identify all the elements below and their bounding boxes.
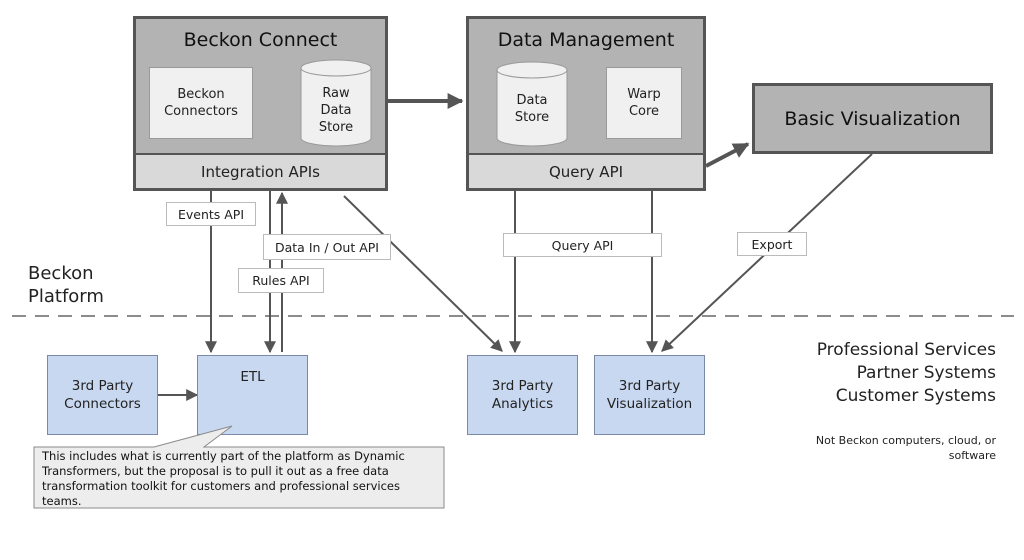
export-label: Export — [737, 232, 807, 256]
basic-visualization-title: Basic Visualization — [784, 107, 961, 130]
query-api-band-label: Query API — [548, 162, 624, 181]
beckon-connect-title: Beckon Connect — [183, 29, 338, 51]
third-party-analytics-box: 3rd Party Analytics — [467, 355, 578, 435]
third-party-connectors-box: 3rd Party Connectors — [47, 355, 158, 435]
integration-apis-band: Integration APIs — [136, 153, 385, 188]
events-api-label: Events API — [166, 202, 256, 226]
basic-visualization-box: Basic Visualization — [752, 83, 993, 154]
third-party-visualization-box: 3rd Party Visualization — [594, 355, 705, 435]
etl-label: ETL — [240, 369, 265, 385]
third-party-visualization-label: 3rd Party Visualization — [606, 378, 693, 412]
arrow-integration-to-analytics — [343, 195, 503, 352]
data-in-out-api-label: Data In / Out API — [263, 234, 391, 260]
query-api-band: Query API — [469, 153, 703, 188]
third-party-analytics-label: 3rd Party Analytics — [491, 378, 554, 412]
etl-box: ETL — [197, 355, 308, 435]
data-store-cylinder: Data Store — [496, 61, 568, 147]
data-management-panel: Data Management Data Store Warp Core Que… — [466, 16, 706, 191]
outside-note: Not Beckon computers, cloud, or software — [815, 434, 996, 462]
warp-core-box: Warp Core — [606, 67, 682, 139]
data-management-title: Data Management — [497, 29, 675, 51]
beckon-connect-panel: Beckon Connect Beckon Connectors Raw Dat… — [133, 16, 388, 191]
arrow-data-management-to-visualization — [705, 142, 750, 168]
beckon-connectors-box: Beckon Connectors — [149, 67, 253, 139]
raw-data-store-label: Raw Data Store — [318, 85, 354, 135]
etl-callout-shape — [33, 425, 445, 509]
raw-data-store-cylinder: Raw Data Store — [300, 59, 372, 147]
warp-core-label: Warp Core — [627, 87, 661, 119]
outside-systems-label: Professional Services Partner Systems Cu… — [816, 340, 996, 406]
etl-callout-text: This includes what is currently part of … — [42, 449, 405, 508]
beckon-connectors-label: Beckon Connectors — [164, 87, 238, 119]
query-api-connector-label: Query API — [503, 233, 662, 257]
data-store-shape — [496, 61, 568, 147]
third-party-connectors-label: 3rd Party Connectors — [64, 378, 141, 412]
data-store-label: Data Store — [514, 93, 550, 125]
integration-apis-label: Integration APIs — [201, 162, 320, 181]
raw-data-store-shape — [300, 59, 372, 147]
beckon-platform-label: Beckon Platform — [28, 263, 104, 307]
rules-api-label: Rules API — [238, 268, 324, 293]
